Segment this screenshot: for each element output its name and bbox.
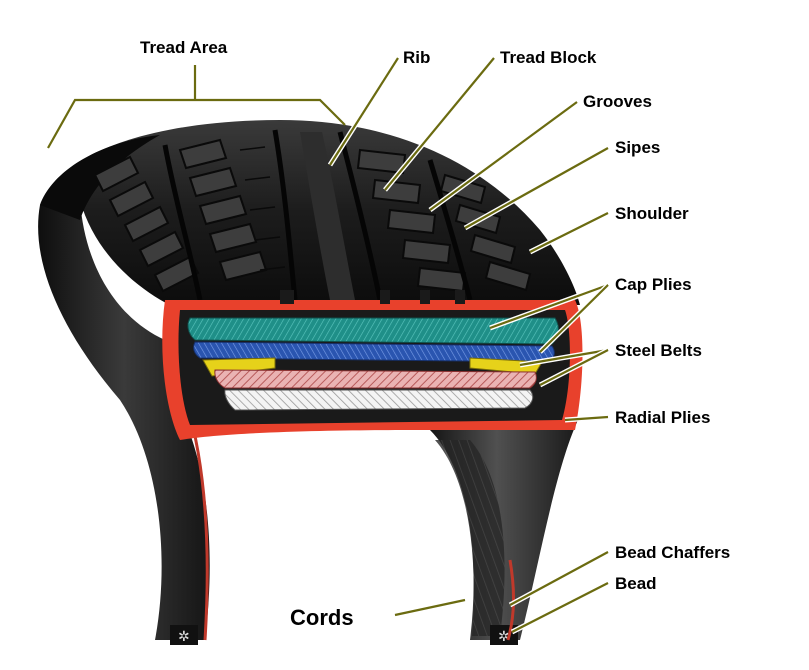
tread-area-bracket bbox=[47, 98, 346, 149]
rib-leader bbox=[329, 57, 399, 166]
radial-plies-leader bbox=[564, 415, 609, 422]
tire-illustration: ✲ ✲ bbox=[38, 120, 583, 645]
label-tread-block: Tread Block bbox=[500, 48, 597, 67]
label-shoulder: Shoulder bbox=[615, 204, 689, 223]
label-radial-plies: Radial Plies bbox=[615, 408, 710, 427]
right-sidewall-ribbing bbox=[435, 440, 505, 636]
svg-text:✲: ✲ bbox=[498, 629, 510, 645]
labels: Tread Area Rib Tread Block Grooves Sipes… bbox=[140, 38, 730, 630]
tread-grooves bbox=[162, 129, 473, 301]
bead-chaffers-leader bbox=[509, 551, 609, 606]
sipes-leader bbox=[464, 147, 609, 229]
grooves-leader bbox=[429, 101, 578, 211]
label-cords: Cords bbox=[290, 605, 354, 630]
label-tread-area: Tread Area bbox=[140, 38, 228, 57]
label-grooves: Grooves bbox=[583, 92, 652, 111]
label-steel-belts: Steel Belts bbox=[615, 341, 702, 360]
svg-text:✲: ✲ bbox=[178, 629, 190, 645]
steel-belts-leader-1 bbox=[519, 348, 609, 367]
shoulder-leader bbox=[529, 212, 609, 253]
bead-leader bbox=[511, 582, 609, 633]
cap-plies-leader-2 bbox=[539, 284, 609, 353]
tread-blocks bbox=[93, 138, 532, 293]
steel-belts-leader-2 bbox=[539, 349, 609, 386]
left-sidewall bbox=[38, 200, 210, 640]
label-cap-plies: Cap Plies bbox=[615, 275, 692, 294]
cap-plies-leader-1 bbox=[489, 283, 609, 330]
tread-block-leader bbox=[384, 57, 495, 191]
steel-belt-pink bbox=[214, 369, 537, 389]
label-rib: Rib bbox=[403, 48, 430, 67]
right-bead: ✲ bbox=[490, 625, 518, 645]
left-bead: ✲ bbox=[170, 625, 198, 645]
cords-leader bbox=[394, 598, 466, 617]
label-bead: Bead bbox=[615, 574, 657, 593]
tread-sipes bbox=[239, 146, 286, 271]
cap-ply-teal bbox=[187, 317, 559, 345]
section-tread-notches bbox=[280, 290, 465, 304]
rib-highlight bbox=[300, 132, 355, 300]
radial-ply-white bbox=[224, 389, 534, 411]
leader-lines bbox=[47, 56, 610, 635]
label-sipes: Sipes bbox=[615, 138, 660, 157]
label-bead-chaffers: Bead Chaffers bbox=[615, 543, 730, 562]
